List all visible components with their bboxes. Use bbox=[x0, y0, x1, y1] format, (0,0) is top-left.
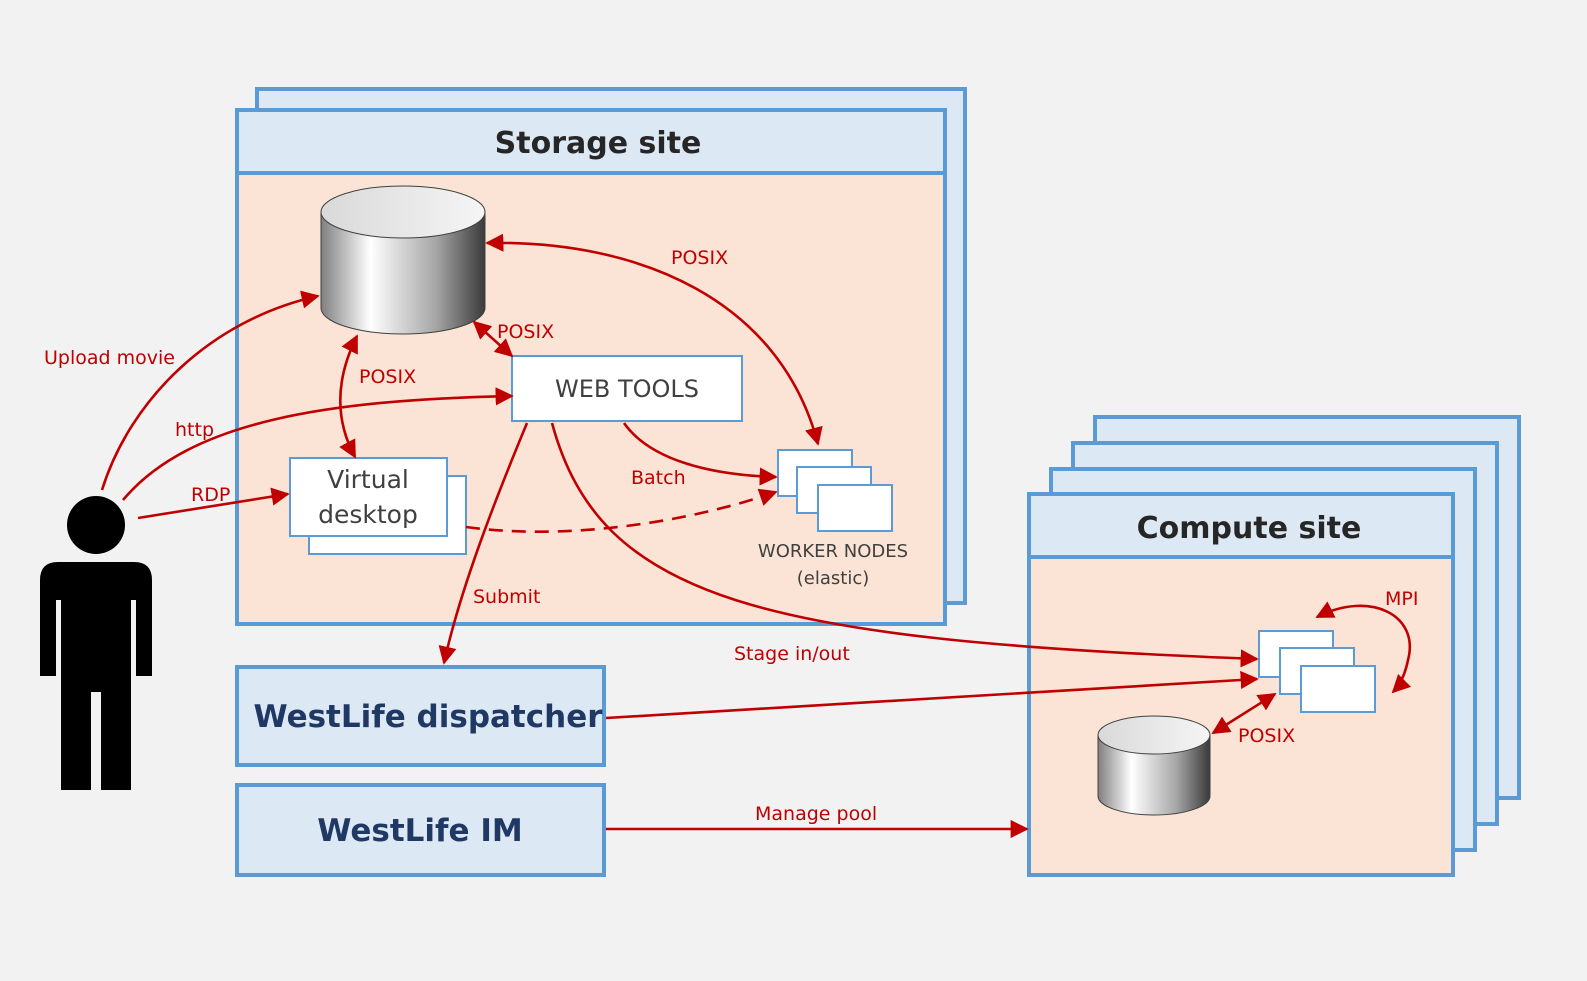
label-rdp: RDP bbox=[191, 484, 230, 506]
worker-nodes-label-line2: (elastic) bbox=[797, 568, 869, 589]
arrow-stage-in-out bbox=[550, 422, 1259, 668]
storage-database-icon bbox=[320, 185, 486, 335]
arrow-mpi bbox=[1315, 601, 1412, 694]
arrow-batch bbox=[622, 422, 778, 486]
label-stage-in-out: Stage in/out bbox=[734, 643, 850, 665]
label-posix-desktop: POSIX bbox=[359, 366, 416, 388]
virtual-desktop-label-line1: Virtual bbox=[327, 465, 409, 494]
westlife-dispatcher-label: WestLife dispatcher bbox=[253, 699, 603, 735]
worker-nodes-stack: WORKER NODES (elastic) bbox=[758, 449, 908, 589]
arrow-posix-storage-webtools bbox=[472, 320, 514, 358]
label-batch: Batch bbox=[631, 467, 686, 489]
connectors bbox=[100, 233, 1412, 839]
label-upload-movie: Upload movie bbox=[44, 347, 175, 369]
label-manage-pool: Manage pool bbox=[755, 803, 877, 825]
virtual-desktop-box: Virtual desktop bbox=[289, 457, 467, 555]
virtual-desktop-label-line2: desktop bbox=[318, 500, 418, 529]
arrow-rdp bbox=[137, 487, 290, 520]
arrow-posix-storage-workers bbox=[485, 233, 823, 446]
label-posix-top: POSIX bbox=[671, 247, 728, 269]
web-tools-box: WEB TOOLS bbox=[511, 355, 743, 422]
westlife-im-label: WestLife IM bbox=[317, 813, 522, 849]
arrow-dispatcher-to-compute bbox=[605, 670, 1259, 720]
compute-site-title: Compute site bbox=[1137, 511, 1362, 546]
westlife-dispatcher-box: WestLife dispatcher bbox=[235, 665, 606, 767]
storage-site-header bbox=[235, 108, 947, 175]
arrow-posix-storage-desktop bbox=[338, 334, 359, 459]
arrow-posix-compute bbox=[1211, 692, 1277, 735]
label-posix-compute: POSIX bbox=[1238, 725, 1295, 747]
compute-database-icon bbox=[1097, 715, 1211, 816]
label-http: http bbox=[175, 419, 214, 441]
compute-site-header bbox=[1027, 492, 1455, 559]
label-mpi: MPI bbox=[1385, 588, 1418, 610]
web-tools-label: WEB TOOLS bbox=[555, 375, 699, 403]
label-submit: Submit bbox=[473, 586, 540, 608]
arrow-upload-movie bbox=[100, 290, 320, 491]
arrow-submit bbox=[438, 422, 529, 665]
arrow-http bbox=[122, 387, 514, 501]
storage-site-title: Storage site bbox=[495, 126, 702, 161]
user-icon bbox=[40, 496, 152, 790]
worker-nodes-label-line1: WORKER NODES bbox=[758, 541, 908, 562]
westlife-im-box: WestLife IM bbox=[235, 783, 606, 877]
label-posix-webtools: POSIX bbox=[497, 321, 554, 343]
